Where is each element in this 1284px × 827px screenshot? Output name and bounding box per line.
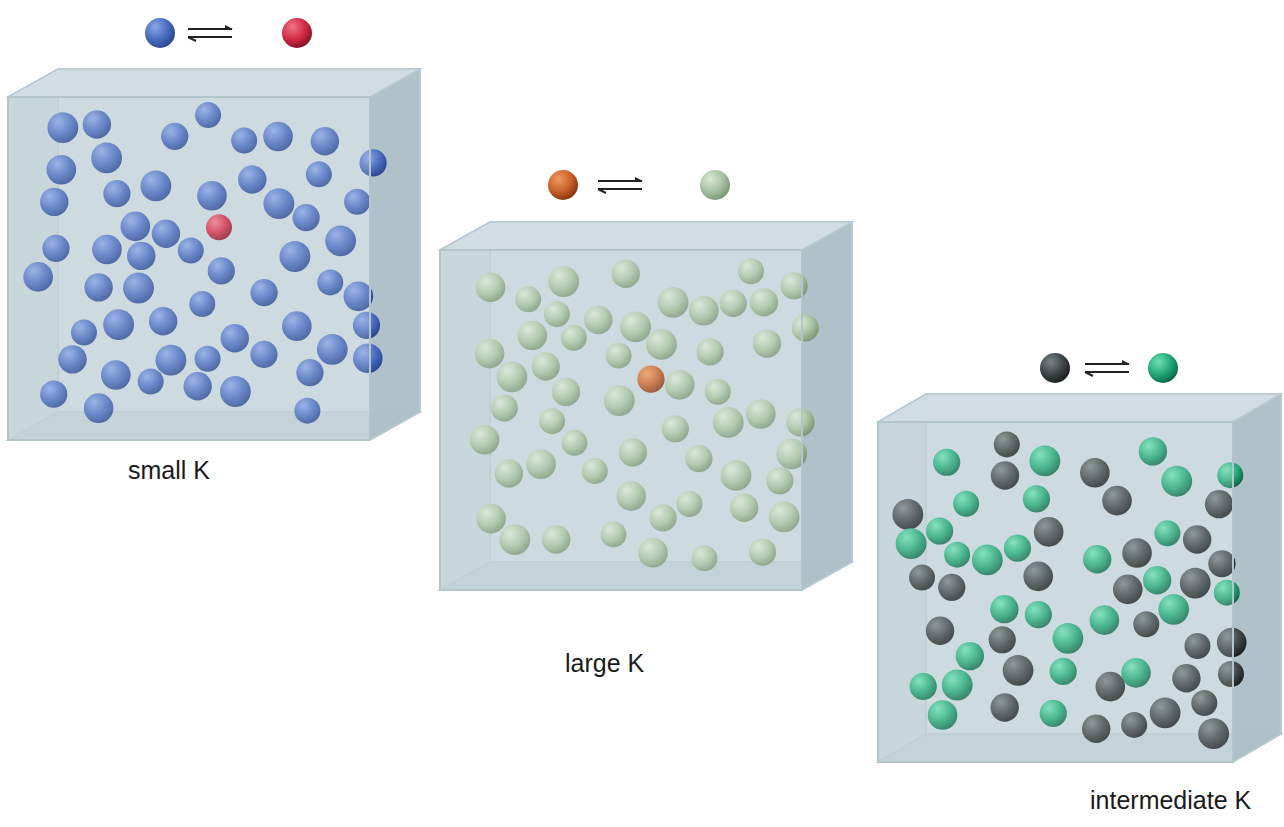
k-label: intermediate K	[1090, 785, 1251, 815]
cube-right	[802, 222, 852, 590]
equation-intermediate-k	[1040, 353, 1178, 383]
cube-front	[8, 97, 370, 440]
cubes	[8, 69, 1281, 762]
cube-front	[878, 422, 1233, 762]
cube-top	[440, 222, 852, 250]
cube-top	[8, 69, 420, 97]
cube-right	[1233, 394, 1281, 762]
cube	[8, 69, 420, 440]
k-label: large K	[565, 648, 644, 678]
cube-right	[370, 69, 420, 440]
cube-top	[878, 394, 1281, 422]
k-label: small K	[128, 455, 210, 485]
cube	[878, 394, 1281, 762]
cube-front	[440, 250, 802, 590]
equation-small-k	[145, 18, 312, 48]
cube	[440, 222, 852, 590]
equation-large-k	[548, 170, 730, 200]
